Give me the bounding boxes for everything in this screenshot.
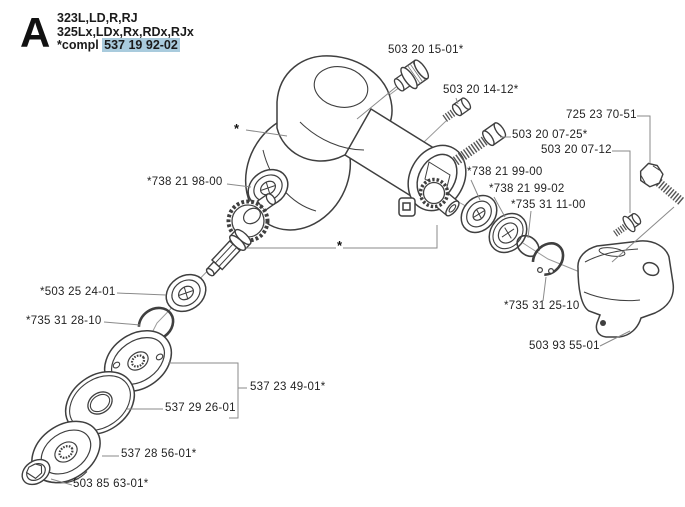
part-label-537-29-26-01[interactable]: 537 29 26-01 xyxy=(165,402,236,414)
part-label-537-28-56-01[interactable]: 537 28 56-01* xyxy=(121,448,197,460)
part-label-503-20-07-25[interactable]: 503 20 07-25* xyxy=(512,129,588,141)
hex-bolt-725-23-70-51 xyxy=(639,162,685,206)
part-label-738-21-99-02[interactable]: *738 21 99-02 xyxy=(489,183,565,195)
nut-503-85-63-01 xyxy=(21,458,51,486)
model-line-1: 323L,LD,R,RJ xyxy=(57,11,138,25)
asterisk-marker-housing: * xyxy=(233,121,241,136)
support-washer-537-29-26-01 xyxy=(64,371,136,435)
bolt-503-20-14-12 xyxy=(442,97,472,122)
bearing-738-21-99-00 xyxy=(460,194,498,234)
part-label-537-23-49-01[interactable]: 537 23 49-01* xyxy=(250,381,326,393)
asterisk-marker-gear-set: * xyxy=(336,238,344,253)
circlip-735-31-25-10 xyxy=(531,242,565,276)
part-label-503-93-55-01[interactable]: 503 93 55-01 xyxy=(529,340,600,352)
model-line-2: 325Lx,LDx,Rx,RDx,RJx xyxy=(57,24,194,39)
screw-503-20-07-12 xyxy=(613,212,642,237)
compl-prefix: *compl xyxy=(57,38,103,52)
part-label-503-20-14-12[interactable]: 503 20 14-12* xyxy=(443,84,519,96)
part-label-503-85-63-01[interactable]: 503 85 63-01* xyxy=(73,478,149,490)
part-label-503-25-24-01[interactable]: *503 25 24-01 xyxy=(40,286,116,298)
bearing-738-21-98-00 xyxy=(247,168,289,208)
plug-503-20-15-01 xyxy=(393,59,430,92)
section-letter: A xyxy=(20,9,51,56)
part-label-725-23-70-51[interactable]: 725 23 70-51 xyxy=(566,109,637,121)
compl-line: *compl 537 19 92-02 xyxy=(57,38,194,53)
model-list: 323L,LD,R,RJ 325Lx,LDx,Rx,RDx,RJx *compl… xyxy=(57,11,194,53)
part-label-735-31-28-10[interactable]: *735 31 28-10 xyxy=(26,315,102,327)
part-label-503-20-07-12[interactable]: 503 20 07-12 xyxy=(541,144,612,156)
leader-lines xyxy=(50,86,675,486)
part-label-735-31-11-00[interactable]: *735 31 11-00 xyxy=(511,199,586,211)
part-label-503-20-15-01[interactable]: 503 20 15-01* xyxy=(388,44,464,56)
part-label-735-31-25-10[interactable]: *735 31 25-10 xyxy=(504,300,580,312)
part-label-738-21-99-00[interactable]: *738 21 99-00 xyxy=(467,166,543,178)
splined-shaft xyxy=(205,228,252,277)
compl-part-number-highlighted[interactable]: 537 19 92-02 xyxy=(102,38,180,52)
pinion-gear xyxy=(418,177,460,217)
ring-735-31-11-00 xyxy=(516,234,540,258)
part-label-738-21-98-00[interactable]: *738 21 98-00 xyxy=(147,176,223,188)
guard-plate-503-93-55-01 xyxy=(577,240,675,338)
bearing-503-25-24-01 xyxy=(165,273,207,313)
